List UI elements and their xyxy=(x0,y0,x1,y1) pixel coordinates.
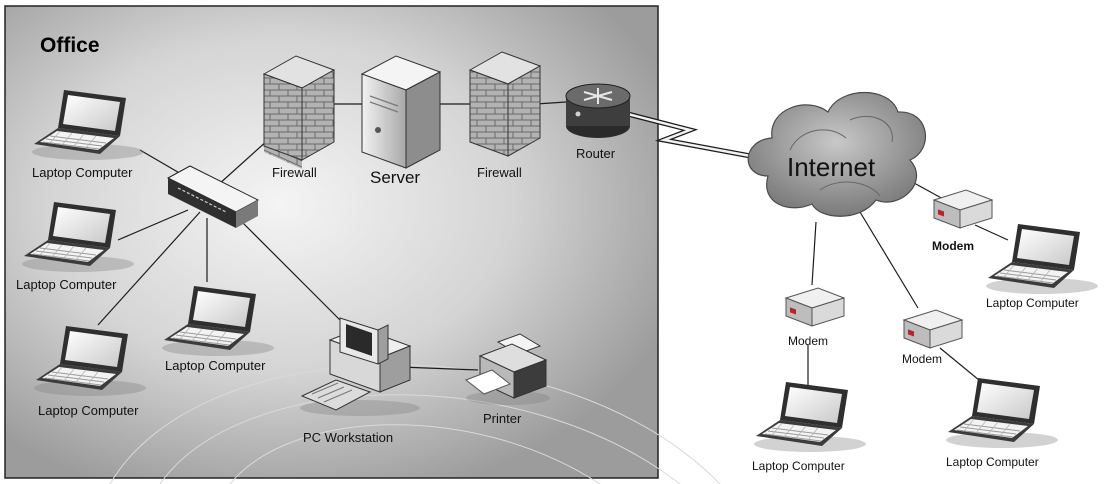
modem-2-label: Modem xyxy=(932,239,974,253)
office-title: Office xyxy=(40,34,100,57)
firewall-2-device xyxy=(468,51,542,157)
link-laptop2-switch xyxy=(117,209,189,241)
connections xyxy=(97,101,1009,386)
firewall-1-label: Firewall xyxy=(272,165,317,180)
laptop-6-device xyxy=(985,223,1099,295)
printer-device xyxy=(464,333,550,405)
laptop-2-label: Laptop Computer xyxy=(16,277,117,292)
laptop-3-label: Laptop Computer xyxy=(38,403,139,418)
link-firewall2-router xyxy=(535,101,567,105)
modem-3-label: Modem xyxy=(902,352,943,366)
firewall-2-label: Firewall xyxy=(477,165,522,180)
laptop-5-label: Laptop Computer xyxy=(752,459,845,473)
link-pc-printer xyxy=(399,366,479,371)
server-label: Server xyxy=(370,168,421,187)
printer-label: Printer xyxy=(483,411,522,426)
link-switch-firewall1 xyxy=(217,139,269,186)
modem-1-device xyxy=(785,287,845,327)
laptop-7-label: Laptop Computer xyxy=(946,455,1039,469)
router-device xyxy=(565,83,631,138)
internet-cloud xyxy=(747,92,926,217)
laptop-5-device xyxy=(753,381,867,453)
link-switch-pc xyxy=(239,219,341,321)
link-internet-modem3 xyxy=(859,211,919,309)
link-internet-modem1 xyxy=(811,221,817,286)
link-modem2-laptop6 xyxy=(974,224,1009,241)
modem-2-device xyxy=(933,189,993,229)
laptop-7-device xyxy=(945,377,1059,449)
link-laptop3-switch xyxy=(97,211,201,326)
pc-workstation-device xyxy=(300,317,420,416)
server-device xyxy=(360,55,442,169)
pc-workstation-label: PC Workstation xyxy=(303,430,394,445)
firewall-1-device xyxy=(262,55,336,169)
modem-3-device xyxy=(903,309,963,349)
laptop-1-label: Laptop Computer xyxy=(32,165,133,180)
router-label: Router xyxy=(576,146,616,161)
laptop-6-label: Laptop Computer xyxy=(986,296,1079,310)
modem-1-label: Modem xyxy=(788,334,829,348)
network-switch xyxy=(166,165,260,228)
link-modem3-laptop7 xyxy=(939,347,986,386)
laptop-4-label: Laptop Computer xyxy=(165,358,266,373)
internet-label: Internet xyxy=(787,152,876,182)
